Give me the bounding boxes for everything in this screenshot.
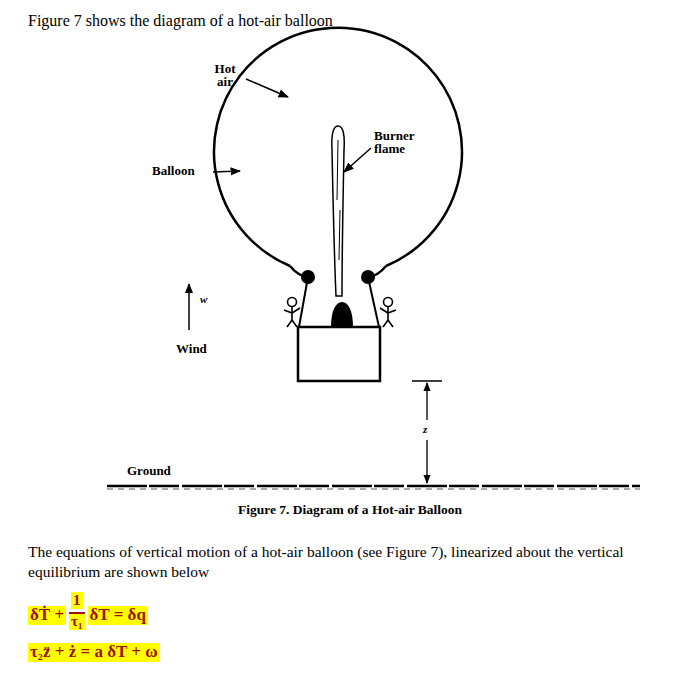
part-label: Ground bbox=[127, 464, 171, 478]
figure-caption: Figure 7. Diagram of a Hot-air Balloon bbox=[238, 503, 462, 518]
burner-flame bbox=[332, 126, 344, 296]
dimension-label: z bbox=[423, 423, 427, 435]
wind-arrow bbox=[188, 284, 190, 330]
passenger bbox=[284, 298, 396, 328]
intro-text: Figure 7 shows the diagram of a hot-air … bbox=[28, 12, 333, 30]
equation-term: τ₁ bbox=[69, 613, 84, 630]
equation-term: 1 bbox=[71, 592, 83, 609]
burner bbox=[331, 302, 353, 327]
fraction-bar bbox=[69, 612, 84, 614]
part-label: Burner flame bbox=[374, 129, 426, 155]
part-label: Hot air bbox=[211, 62, 239, 88]
signal-label: w bbox=[200, 293, 207, 305]
part-label: Balloon bbox=[152, 164, 195, 178]
basket bbox=[298, 327, 380, 381]
body-paragraph: The equations of vertical motion of a ho… bbox=[28, 542, 678, 582]
equation-term: δṪ + bbox=[28, 606, 66, 625]
equation-term: δT = δq bbox=[88, 606, 148, 625]
equation: τ₂z̈ + ż = a δT + ω bbox=[28, 643, 160, 662]
ground-line bbox=[107, 485, 640, 488]
part-label: Wind bbox=[176, 342, 207, 356]
